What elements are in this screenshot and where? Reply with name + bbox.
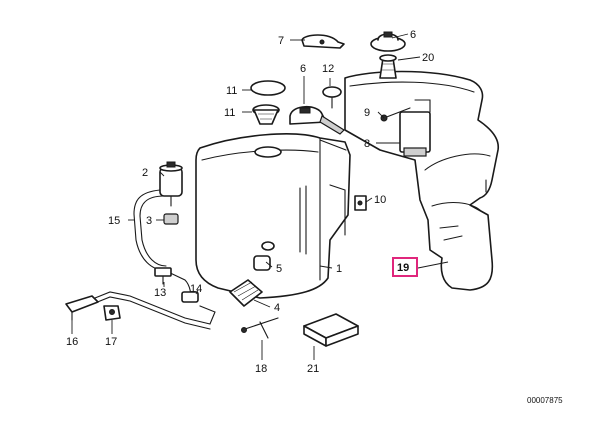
grommet-3[interactable] bbox=[163, 213, 179, 225]
callout-16[interactable]: 15 bbox=[108, 215, 120, 227]
washer-line-15[interactable] bbox=[94, 291, 216, 330]
callout-18[interactable]: 17 bbox=[105, 336, 117, 348]
callout-15[interactable]: 14 bbox=[190, 283, 202, 295]
callout-11[interactable]: 11 bbox=[226, 85, 237, 97]
callout-3[interactable]: 3 bbox=[146, 215, 152, 227]
callout-13[interactable]: 12 bbox=[322, 63, 334, 75]
callout-9[interactable]: 9 bbox=[364, 107, 370, 119]
callout-8[interactable]: 8 bbox=[364, 138, 370, 150]
pump-block[interactable] bbox=[399, 99, 431, 157]
callout-21[interactable]: 20 bbox=[422, 52, 434, 64]
callout-5[interactable]: 5 bbox=[276, 263, 282, 275]
sender-13[interactable] bbox=[322, 86, 342, 109]
foam-pad-22[interactable] bbox=[303, 313, 359, 347]
hose-neck-4[interactable] bbox=[229, 279, 263, 307]
bolt-19[interactable] bbox=[241, 317, 279, 339]
bracket-10[interactable] bbox=[354, 195, 367, 211]
cap-7[interactable] bbox=[301, 34, 345, 49]
cap-and-strainer[interactable] bbox=[250, 80, 286, 125]
callout-7[interactable]: 7 bbox=[278, 35, 284, 47]
washer-pump-2[interactable] bbox=[159, 161, 183, 207]
callout-14[interactable]: 13 bbox=[154, 287, 166, 299]
callout-22[interactable]: 21 bbox=[307, 363, 319, 375]
leader-lines bbox=[71, 33, 449, 360]
connector-14[interactable] bbox=[154, 267, 172, 285]
filler-cap-6[interactable] bbox=[289, 105, 345, 135]
document-number: 00007875 bbox=[527, 396, 563, 405]
highlight-box bbox=[392, 257, 418, 277]
reservoir-filler-cap[interactable] bbox=[370, 31, 406, 79]
rear-reservoir-assembly[interactable] bbox=[344, 70, 500, 291]
callout-10[interactable]: 10 bbox=[374, 194, 386, 206]
callout-19[interactable]: 18 bbox=[255, 363, 267, 375]
callout-4[interactable]: 4 bbox=[274, 302, 280, 314]
callout-17[interactable]: 16 bbox=[66, 336, 78, 348]
callout-6-top[interactable]: 6 bbox=[410, 29, 416, 41]
callout-12[interactable]: 11 bbox=[224, 107, 235, 119]
clip-18[interactable] bbox=[103, 305, 121, 321]
callout-1[interactable]: 1 bbox=[336, 263, 342, 275]
callout-labels: 7 6 20 6 12 11 11 9 8 10 2 15 3 1 5 4 13… bbox=[66, 29, 434, 375]
washer-reservoir[interactable] bbox=[195, 133, 351, 299]
level-sensor-5[interactable] bbox=[253, 241, 275, 271]
hose-16[interactable] bbox=[133, 189, 192, 303]
highlighted-callout-20[interactable]: 19 bbox=[392, 257, 418, 277]
callout-20[interactable]: 19 bbox=[397, 262, 409, 274]
callout-6-center[interactable]: 6 bbox=[300, 63, 306, 75]
callout-2[interactable]: 2 bbox=[142, 167, 148, 179]
nozzle-17[interactable] bbox=[65, 295, 99, 321]
